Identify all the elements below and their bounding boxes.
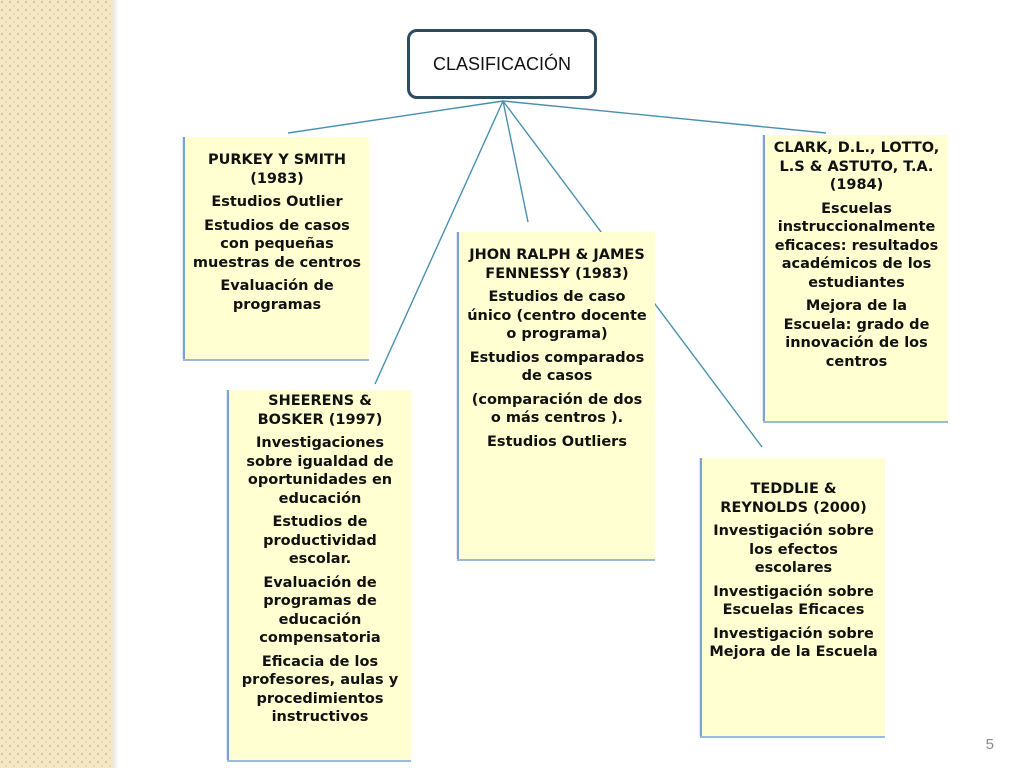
node-item: Investigación sobre los efectos escolare… <box>713 523 874 576</box>
side-strip-shadow <box>113 0 119 768</box>
node-clark-lotto-astuto: CLARK, D.L., LOTTO, L.S & ASTUTO, T.A. (… <box>763 135 948 421</box>
node-item: Estudios Outlier <box>211 194 343 210</box>
node-item: Investigación sobre Escuelas Eficaces <box>713 583 874 619</box>
connector-sheerens <box>374 100 504 385</box>
node-item: Mejora de la Escuela: grado de innovació… <box>783 298 930 370</box>
connector-jhon <box>502 100 529 223</box>
node-sheerens-bosker: SHEERENS & BOSKER (1997) Investigaciones… <box>227 390 411 760</box>
node-item: Estudios de caso único (centro docente o… <box>467 289 647 342</box>
node-item: Escuelas instruccionalmente eficaces: re… <box>774 200 939 291</box>
node-item: (comparación de dos o más centros ). <box>471 391 643 427</box>
node-item: Evaluación de programas de educación com… <box>259 574 381 647</box>
node-item: Eficacia de los profesores, aulas y proc… <box>241 653 399 726</box>
node-item: Estudios comparados de casos <box>469 349 645 385</box>
node-heading: SHEERENS & BOSKER (1997) <box>257 393 383 428</box>
node-item: Estudios Outliers <box>487 433 627 450</box>
node-item: Investigación sobre Mejora de la Escuela <box>709 625 878 661</box>
node-item: Investigaciones sobre igualdad de oportu… <box>246 435 394 507</box>
connector-clark <box>502 100 827 134</box>
node-heading: JHON RALPH & JAMES FENNESSY (1983) <box>469 247 645 282</box>
node-jhon-ralph-fennessy: JHON RALPH & JAMES FENNESSY (1983) Estud… <box>457 232 655 559</box>
node-item: Estudios de casos con pequeñas muestras … <box>192 217 362 271</box>
node-item: Estudios de productividad escolar. <box>263 514 377 567</box>
slide-number: 5 <box>985 736 994 753</box>
node-heading: CLARK, D.L., LOTTO, L.S & ASTUTO, T.A. (… <box>773 140 940 193</box>
node-teddlie-reynolds: TEDDLIE & REYNOLDS (2000) Investigación … <box>700 458 885 736</box>
node-heading: TEDDLIE & REYNOLDS (2000) <box>720 481 867 516</box>
node-purkey-smith: PURKEY Y SMITH (1983) Estudios Outlier E… <box>183 137 369 359</box>
connector-purkey <box>287 100 504 134</box>
root-label: CLASIFICACIÓN <box>432 53 572 74</box>
node-heading: PURKEY Y SMITH (1983) <box>207 152 347 187</box>
decorative-side-strip <box>0 0 113 768</box>
root-node: CLASIFICACIÓN <box>407 29 597 99</box>
node-item: Evaluación de programas <box>220 278 334 313</box>
